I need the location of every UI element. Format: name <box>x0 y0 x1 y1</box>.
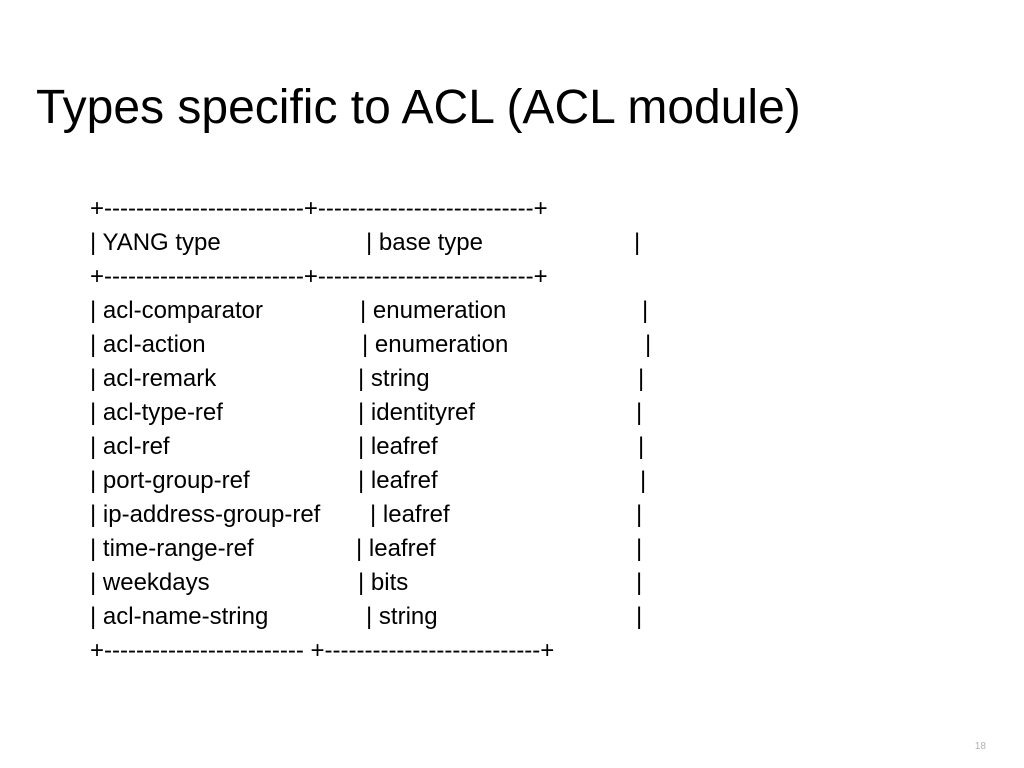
row-yang-type: | port-group-ref <box>90 467 250 494</box>
row-end-pipe: | <box>636 569 643 596</box>
row-base-type: | enumeration <box>362 331 509 358</box>
row-yang-type: | weekdays <box>90 569 210 596</box>
row-yang-type: | acl-comparator <box>90 297 263 324</box>
row-yang-type: | acl-ref <box>90 433 170 460</box>
header-yang-type: | YANG type <box>90 229 221 256</box>
row-base-type: | leafref <box>370 501 450 528</box>
row-base-type: | identityref <box>358 399 475 426</box>
row-end-pipe: | <box>636 603 643 630</box>
row-yang-type: | acl-action <box>90 331 206 358</box>
row-end-pipe: | <box>638 365 645 392</box>
row-end-pipe: | <box>642 297 649 324</box>
row-end-pipe: | <box>645 331 652 358</box>
table-border-mid-text: +-------------------------+-------------… <box>90 263 548 290</box>
row-yang-type: | ip-address-group-ref <box>90 501 321 528</box>
row-end-pipe: | <box>636 501 643 528</box>
row-base-type: | leafref <box>358 467 438 494</box>
row-end-pipe: | <box>636 399 643 426</box>
row-yang-type: | acl-remark <box>90 365 217 392</box>
table-border-top-text: +-------------------------+-------------… <box>90 195 548 222</box>
row-base-type: | bits <box>358 569 409 596</box>
slide-title: Types specific to ACL (ACL module) <box>36 81 801 134</box>
row-end-pipe: | <box>638 433 645 460</box>
row-base-type: | leafref <box>358 433 438 460</box>
slide-number: 18 <box>974 741 986 752</box>
header-end-pipe: | <box>634 229 641 256</box>
table-border-bottom-text: +------------------------- +------------… <box>90 637 555 664</box>
row-base-type: | leafref <box>356 535 436 562</box>
row-yang-type: | acl-type-ref <box>90 399 223 426</box>
row-yang-type: | time-range-ref <box>90 535 254 562</box>
row-base-type: | string <box>358 365 430 392</box>
row-end-pipe: | <box>636 535 643 562</box>
row-end-pipe: | <box>640 467 647 494</box>
row-base-type: | enumeration <box>360 297 507 324</box>
row-base-type: | string <box>366 603 438 630</box>
row-yang-type: | acl-name-string <box>90 603 269 630</box>
header-base-type: | base type <box>366 229 483 256</box>
